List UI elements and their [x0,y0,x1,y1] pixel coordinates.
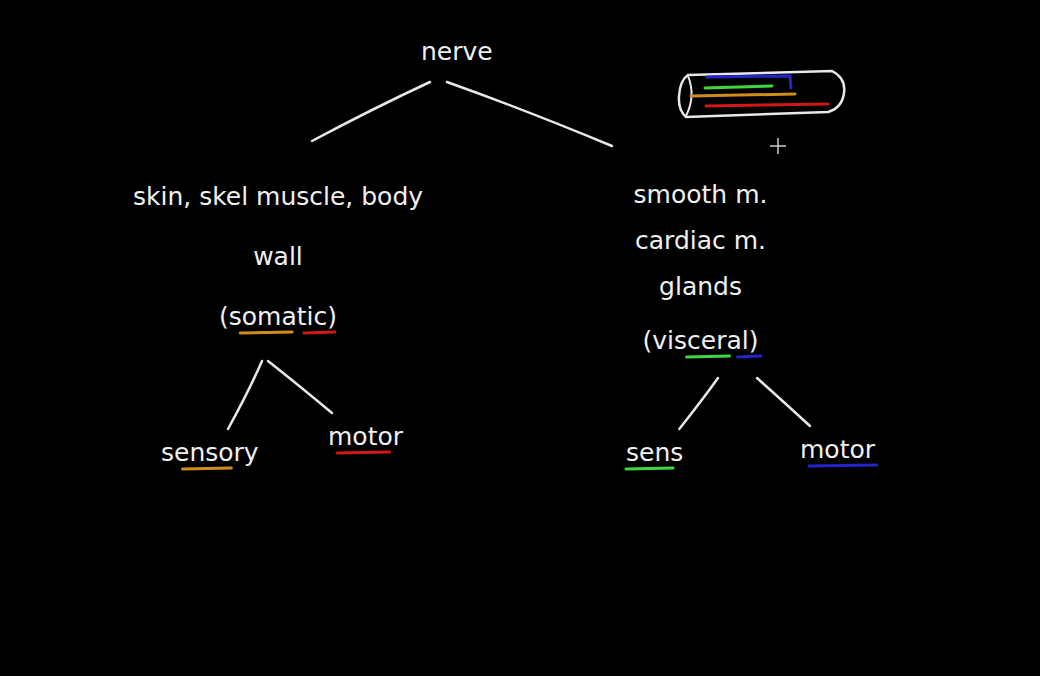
term-text: motor [800,434,875,466]
color-underline [809,465,877,466]
fiber-somatic-sensory [691,94,795,96]
cylinder-outline [679,71,844,117]
term-text: nerve [421,30,493,74]
tree-term: motor [328,421,403,453]
color-underline [182,468,231,469]
color-underline [337,452,390,453]
color-underline [626,468,673,469]
tree-branch [228,361,262,429]
tree-branch [757,378,810,426]
tree-branch [268,361,332,413]
term-text: sensory [161,437,259,469]
color-underline [240,332,292,333]
term-text: (somatic) [128,287,428,347]
term-text: skin, skel muscle, body wall [128,167,428,287]
tree-branch [312,82,430,141]
tree-term: nerve [421,30,493,74]
fiber-visceral-sensory [705,86,772,88]
term-text: motor [328,421,403,453]
tree-term: smooth m. cardiac m. glands (visceral) [593,172,808,364]
tree-term: motor [800,434,875,466]
color-underline [738,356,761,357]
color-underline [687,356,730,357]
tree-term: sens [626,437,683,469]
tree-term: skin, skel muscle, body wall(somatic) [128,167,428,347]
fiber-somatic-motor [706,104,828,106]
tree-branch [447,82,612,146]
term-text: smooth m. cardiac m. glands [593,172,808,310]
cursor-v [777,138,779,154]
nerve-cylinder [679,71,844,117]
color-underline [304,332,335,333]
tree-branch [679,378,718,429]
cursor-crosshair [770,138,786,154]
term-text: (visceral) [593,318,808,364]
term-text: sens [626,437,683,469]
tree-term: sensory [161,437,259,469]
